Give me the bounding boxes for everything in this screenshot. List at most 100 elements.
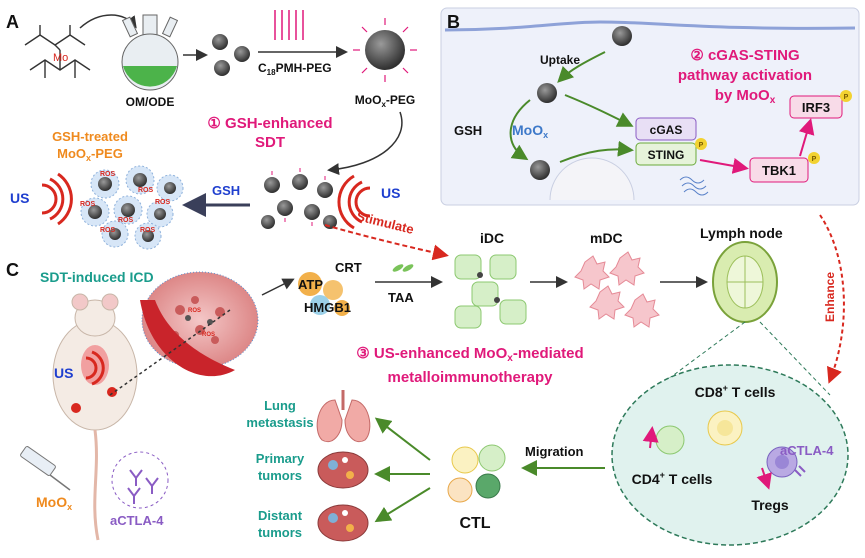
actla4-label-bottom: aCTLA-4 — [110, 513, 164, 528]
uptake-label: Uptake — [540, 53, 580, 67]
actla4-label-top: aCTLA-4 — [780, 443, 834, 458]
moox-peg-particle-icon — [353, 18, 417, 82]
distant-label-line2: tumors — [258, 525, 302, 540]
us-label-left: US — [10, 190, 29, 206]
phospho-label-irf3: P — [844, 94, 849, 101]
cgas-label: cGAS — [650, 123, 683, 137]
us-label-right: US — [381, 185, 400, 201]
ros-particle-cluster — [80, 165, 184, 250]
distant-label-line1: Distant — [258, 508, 303, 523]
moox-label-b: MoOx — [512, 122, 548, 140]
ultrasound-waves-icon-c — [85, 350, 105, 386]
enhance-label: Enhance — [823, 272, 837, 322]
arrow-ctl-to-lung — [374, 417, 431, 461]
distant-tumor-icon — [317, 504, 369, 542]
tregs-label: Tregs — [751, 497, 789, 513]
ctl-label: CTL — [459, 515, 490, 532]
ros-tag-1: ROS — [100, 171, 116, 178]
sting-label: STING — [648, 148, 685, 162]
mo-atom-label: Mo — [53, 52, 68, 64]
moox-peg-label: MoOx-PEG — [355, 93, 415, 109]
zoom-line-right — [759, 321, 831, 396]
ros-tag-tumor-1: ROS — [188, 308, 201, 314]
taa-antigen-icon — [392, 264, 414, 272]
degraded-particle-icon — [530, 160, 550, 180]
tbk1-label: TBK1 — [762, 163, 796, 178]
step2-title-line2: pathway activation — [678, 67, 812, 84]
arrow-tbk1-to-irf3 — [798, 118, 815, 157]
syringe-icon — [20, 446, 71, 491]
phospho-label-tbk1: P — [812, 156, 817, 163]
ros-tag-5: ROS — [155, 199, 171, 206]
treg-cell-icon — [766, 446, 806, 478]
zoom-line-left — [639, 321, 746, 401]
lung-label-line1: Lung — [264, 398, 296, 413]
phospho-badge-irf3 — [840, 90, 852, 102]
antibody-icon — [127, 469, 159, 504]
ros-tag-7: ROS — [140, 227, 156, 234]
solvent-label: OM/ODE — [126, 95, 175, 109]
ctl-cells-icon — [447, 444, 506, 503]
arrow-treg-down — [756, 467, 772, 490]
atp-label: ATP — [298, 277, 323, 292]
arrow-to-sting — [559, 140, 634, 163]
phospho-badge-sting — [695, 138, 707, 150]
arrow-sting-to-tbk1 — [699, 158, 749, 174]
crt-label: CRT — [335, 260, 362, 275]
panel-b-background — [440, 7, 860, 206]
tumor-zoom-line — [109, 309, 231, 396]
idc-label: iDC — [480, 230, 504, 246]
antibody-circle — [111, 451, 169, 509]
cd8-cell-nucleus — [717, 420, 733, 436]
sdt-icd-label: SDT-induced ICD — [40, 269, 154, 285]
arrow-enhance — [819, 214, 845, 384]
internalized-particle-icon — [537, 83, 557, 103]
lymph-node-zoom-area — [611, 364, 849, 546]
peg-particle-cluster — [261, 168, 337, 229]
taa-label: TAA — [388, 290, 414, 305]
migration-label: Migration — [525, 444, 584, 459]
arrow-stimulate — [324, 224, 449, 261]
step2-title-line1: ② cGAS-STING — [690, 47, 799, 64]
moo-nanoparticles-icon — [212, 34, 250, 76]
lung-label-line2: metastasis — [246, 415, 313, 430]
cd4-cell-icon — [655, 425, 685, 455]
ros-tag-2: ROS — [138, 187, 154, 194]
gsh-label-a: GSH — [212, 183, 240, 198]
arrow-gsh-degradation — [509, 99, 531, 161]
ros-tag-4: ROS — [118, 217, 134, 224]
cd8-label: CD8+ T cells — [695, 383, 776, 400]
cgas-box — [635, 117, 697, 141]
peg-strands-icon — [274, 10, 304, 40]
moox-label-c: MoOx — [36, 494, 72, 512]
us-label-c: US — [54, 365, 73, 381]
gsh-treated-label-line2: MoOx-PEG — [57, 146, 123, 163]
primary-tumor-icon — [317, 451, 369, 489]
irf3-box — [789, 95, 843, 119]
arrow-tumor-to-damps — [261, 278, 295, 296]
step3-title-line2: metalloimmunotherapy — [387, 369, 553, 386]
ultrasound-waves-icon-left — [41, 172, 73, 226]
primary-label-line2: tumors — [258, 468, 302, 483]
step1-title-line1: ① GSH-enhanced — [207, 115, 332, 132]
cd4-label: CD4+ T cells — [632, 470, 713, 487]
arrow-uptake — [557, 51, 606, 83]
ros-tag-tumor-2: ROS — [202, 332, 215, 338]
mature-dc-cluster — [574, 251, 660, 328]
ros-tag-3: ROS — [80, 201, 96, 208]
idc-particles — [477, 272, 500, 303]
tbk1-box — [749, 157, 809, 183]
irf3-label: IRF3 — [802, 100, 830, 115]
step3-title-line1: ③ US-enhanced MoOx-mediated — [356, 345, 583, 364]
blood-vessel-icon — [140, 300, 235, 377]
sting-box — [635, 142, 697, 166]
lymph-node-label: Lymph node — [700, 225, 783, 241]
stimulate-label: Stimulate — [355, 208, 415, 237]
step1-title-line2: SDT — [255, 134, 285, 151]
hmgb1-label: HMGB1 — [304, 300, 351, 315]
mdc-label: mDC — [590, 230, 623, 246]
reaction-flask-icon — [121, 14, 179, 91]
panel-label-b: B — [447, 12, 460, 32]
ultrasound-waves-icon-right — [337, 174, 371, 230]
